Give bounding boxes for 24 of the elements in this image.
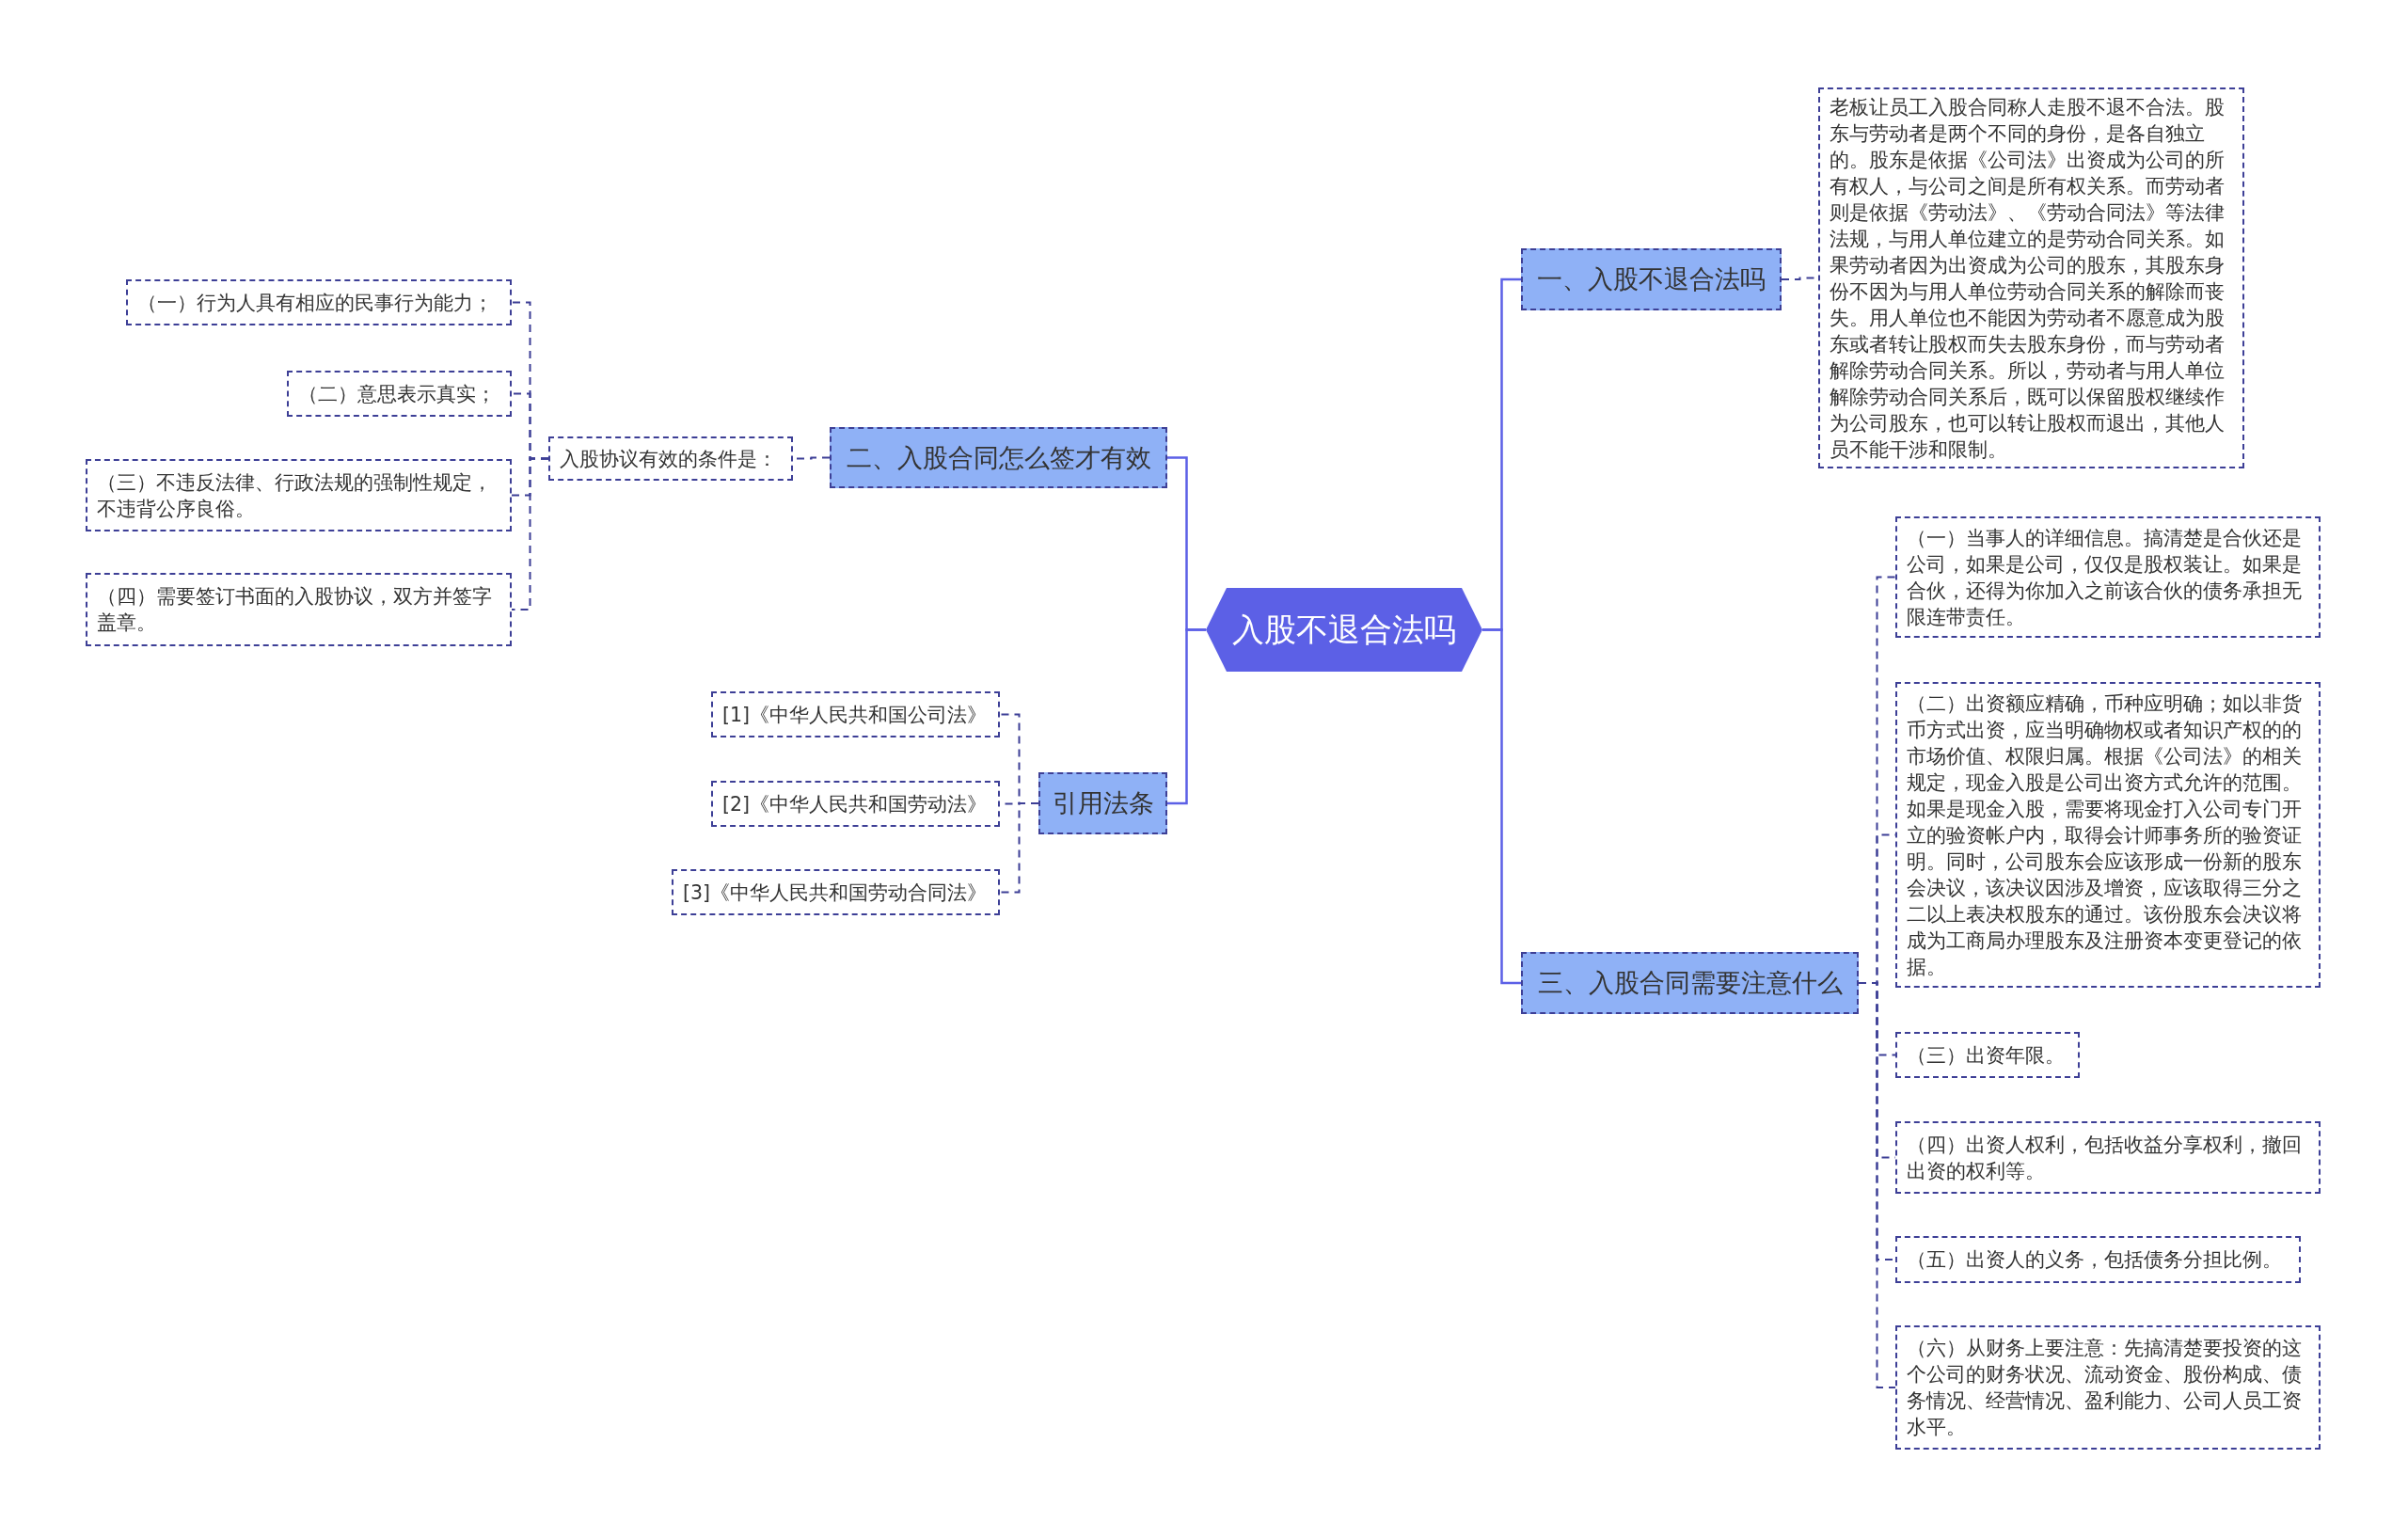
central-topic-hexagon: 入股不退合法吗 bbox=[1206, 588, 1482, 672]
text-box: （二）出资额应精确，币种应明确；如以非货币方式出资，应当明确物权或者知识产权的的市场价值、权限归属。根据《公司法》的相关规定，现金入股是公司出资方式允许的范围。如果是现金入股，需要将现金打入公司专门开立的验资帐户内，取得会计师事务所的验资证明。同时，公司股东会应该形成一份新的股东会决议，该决议因涉及增资，应该取得三分之二以上表决权股东的通过。该份股东会决议将成为工商局办理股东及注册资本变更登记的依据。 bbox=[1895, 682, 2321, 988]
text-box: [3]《中华人民共和国劳动合同法》 bbox=[672, 869, 1000, 915]
connector-line bbox=[511, 457, 549, 610]
connector-line bbox=[999, 802, 1039, 894]
text-box: （四）出资人权利，包括收益分享权利，撤回出资的权利等。 bbox=[1895, 1121, 2321, 1194]
connector-line bbox=[1482, 628, 1521, 985]
text-box: （六）从财务上要注意：先搞清楚要投资的这个公司的财务状况、流动资金、股份构成、债务情况、经营情况、盈利能力、公司人员工资水平。 bbox=[1895, 1325, 2321, 1450]
text-box: [2]《中华人民共和国劳动法》 bbox=[711, 781, 1000, 827]
text-box: （一）行为人具有相应的民事行为能力； bbox=[126, 279, 512, 325]
topic-box: 一、入股不退合法吗 bbox=[1521, 248, 1782, 310]
text-box: （一）当事人的详细信息。搞清楚是合伙还是公司，如果是公司，仅仅是股权装让。如果是合伙，还得为你加入之前该合伙的债务承担无限连带责任。 bbox=[1895, 516, 2321, 638]
topic-box: 三、入股合同需要注意什么 bbox=[1521, 952, 1859, 1014]
text-box: （三）出资年限。 bbox=[1895, 1032, 2080, 1078]
text-box: 老板让员工入股合同称人走股不退不合法。股东与劳动者是两个不同的身份，是各自独立的。股东是依据《公司法》出资成为公司的所有权人，与公司之间是所有权关系。而劳动者则是依据《劳动法》、《劳动合同法》等法律法规，与用人单位建立的是劳动合同关系。如果劳动者因为出资成为公司的股东，其股东身份不因为与用人单位劳动合同关系的解除而丧失。用人单位也不能因为劳动者不愿意成为股东或者转让股权而失去股东身份，而与劳动者解除劳动合同关系。所以，劳动者与用人单位解除劳动合同关系后，既可以保留股权继续作为公司股东，也可以转让股权而退出，其他人员不能干涉和限制。 bbox=[1818, 87, 2244, 468]
text-box: 入股协议有效的条件是： bbox=[548, 436, 793, 481]
text-box: [1]《中华人民共和国公司法》 bbox=[711, 691, 1000, 737]
topic-box: 引用法条 bbox=[1038, 772, 1167, 834]
text-box: （四）需要签订书面的入股协议，双方并签字盖章。 bbox=[86, 573, 512, 646]
text-box: （三）不违反法律、行政法规的强制性规定，不违背公序良俗。 bbox=[86, 459, 512, 531]
connector-line bbox=[1167, 628, 1206, 805]
text-box: （五）出资人的义务，包括债务分担比例。 bbox=[1895, 1236, 2301, 1283]
text-box: （二）意思表示真实； bbox=[287, 371, 512, 417]
topic-box: 二、入股合同怎么签才有效 bbox=[830, 427, 1167, 488]
